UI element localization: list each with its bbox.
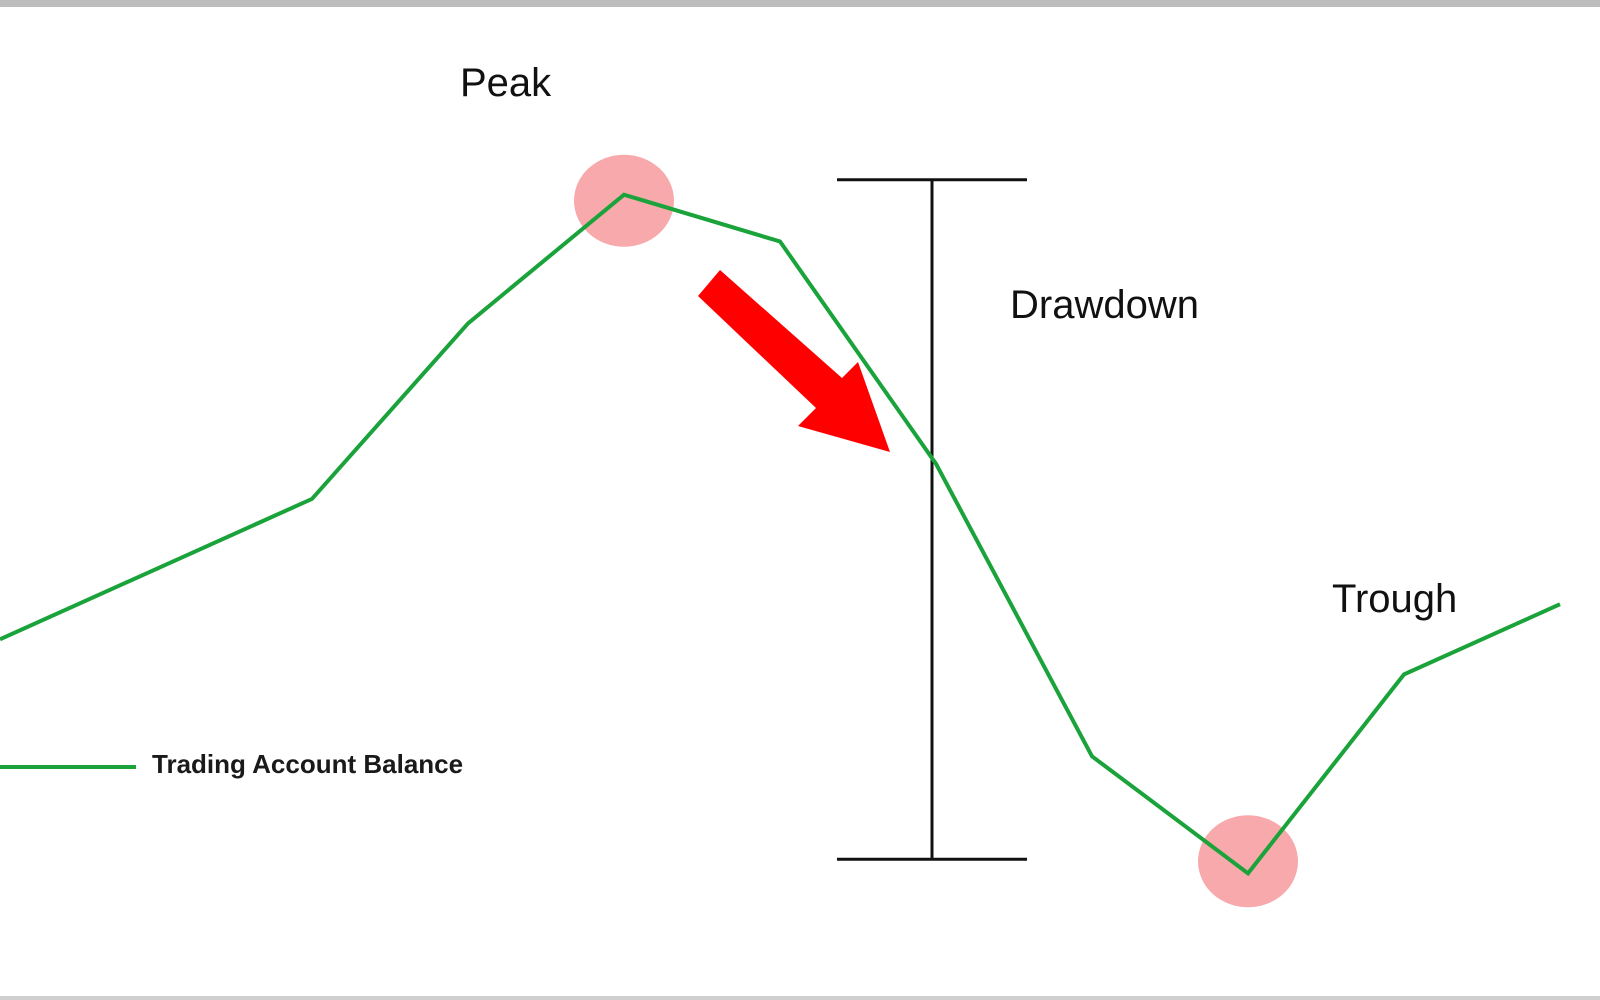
- bottom-border: [0, 996, 1600, 1000]
- trough-label: Trough: [1332, 577, 1457, 621]
- series-line-trading-account-balance: [0, 192, 1561, 877]
- drawdown-bracket: [837, 178, 1027, 861]
- drawdown-arrow-icon: [698, 270, 890, 452]
- peak-label: Peak: [460, 61, 552, 105]
- drawdown-label: Drawdown: [1010, 283, 1199, 327]
- top-border: [0, 0, 1600, 7]
- legend-label: Trading Account Balance: [152, 749, 463, 779]
- peak-marker: [574, 154, 674, 247]
